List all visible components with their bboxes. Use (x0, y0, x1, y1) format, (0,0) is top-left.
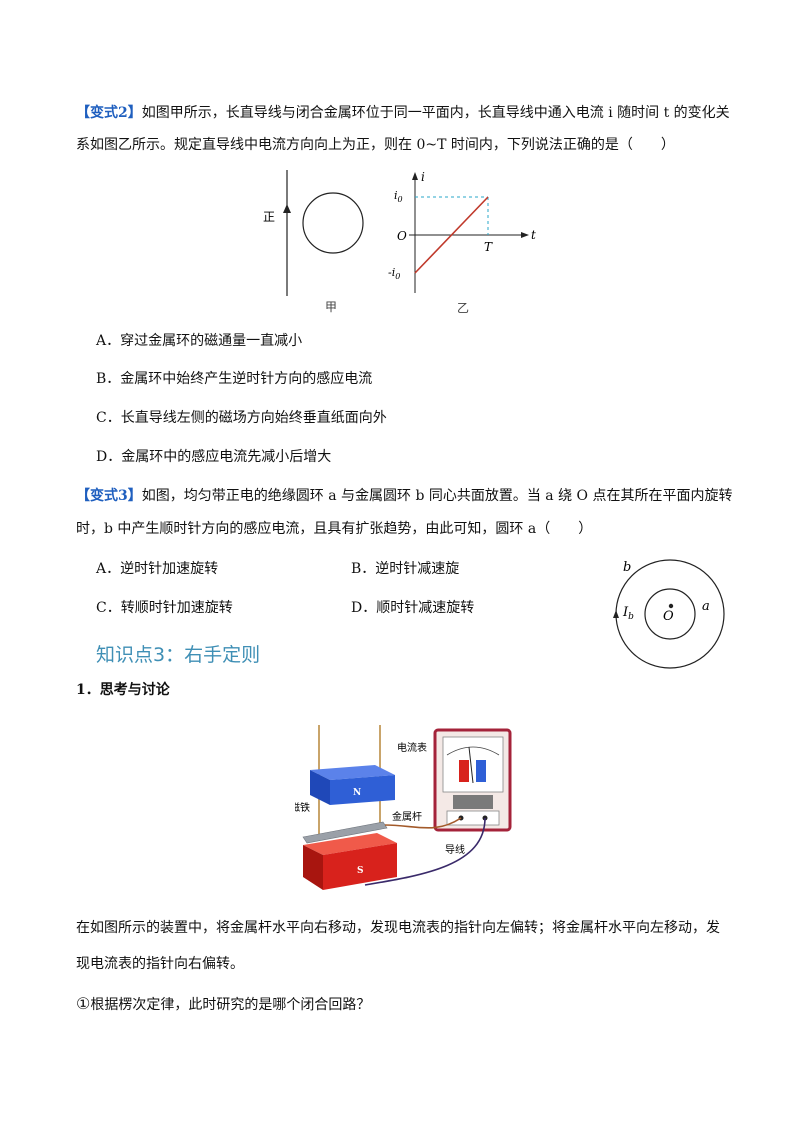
wire-1 (384, 817, 462, 829)
current-line (414, 196, 489, 274)
magnet-s-front (323, 843, 397, 890)
magnet-n-side (310, 770, 330, 805)
label-meter: 电流表 (397, 741, 427, 754)
magnet-n-top (310, 765, 395, 780)
t-axis-arrow (521, 232, 529, 238)
q3-option-c: C．转顺时针加速旋转 (96, 600, 233, 616)
magnet-s-top (303, 833, 397, 855)
meter-face (442, 736, 504, 793)
meter-magnet-s (459, 760, 469, 782)
figure-jia: 正 甲 (263, 170, 364, 314)
label-zheng: 正 (263, 210, 275, 224)
label-wire: 导线 (445, 843, 465, 856)
q3-option-d: D．顺时针减速旋转 (351, 600, 475, 616)
para-line2: 现电流表的指针向右偏转。 (76, 956, 244, 972)
meter-magnet-n (476, 760, 486, 782)
q2-line1: 【变式2】如图甲所示，长直导线与闭合金属环位于同一平面内，长直导线中通入电流 i… (76, 103, 730, 123)
magnet-n-front (330, 775, 395, 805)
label-a: a (702, 599, 710, 614)
meter-scale (446, 746, 500, 756)
circle-number: ① (76, 994, 91, 1013)
current-arrow (283, 204, 291, 213)
question-1-text: 根据楞次定律，此时研究的是哪个闭合回路？ (90, 997, 371, 1013)
q2-tag: 【变式2】 (76, 105, 142, 121)
center-O (668, 603, 674, 609)
figure-yi: i t i0 -i0 O T 乙 (388, 170, 536, 315)
q3-line2: 时，b 中产生顺时针方向的感应电流，且具有扩张趋势，由此可知，圆环 a（ ） (76, 521, 593, 537)
metal-rod (302, 821, 388, 844)
section-1-title: 1．思考与讨论 (76, 682, 170, 698)
figure-device: N S 电流表 金属杆 磁铁 导线 (295, 725, 512, 890)
meter-needle (468, 746, 474, 784)
figure-rings: b a O Ib (613, 559, 725, 669)
q2-option-a: A．穿过金属环的磁通量一直减小 (96, 333, 303, 349)
caption-yi: 乙 (457, 301, 469, 315)
origin-label: O (397, 229, 407, 243)
label-magnet: 磁铁 (295, 801, 310, 814)
q2-option-b: B．金属环中始终产生逆时针方向的感应电流 (96, 371, 373, 387)
q3-option-a: A．逆时针加速旋转 (96, 561, 219, 577)
question-1: ①根据楞次定律，此时研究的是哪个闭合回路？ (76, 994, 726, 1015)
caption-jia: 甲 (325, 300, 337, 314)
label-rod: 金属杆 (392, 810, 422, 823)
wire-2 (364, 817, 486, 886)
i0-label: i0 (394, 189, 403, 204)
meter-base (453, 795, 493, 809)
label-N: N (353, 788, 361, 798)
q2-option-c: C．长直导线左侧的磁场方向始终垂直纸面向外 (96, 410, 387, 426)
ib-arrow (613, 610, 619, 618)
label-Ib: Ib (622, 605, 634, 622)
label-S: S (357, 866, 364, 876)
neg-i0-label: -i0 (388, 266, 400, 281)
metal-ring (302, 192, 364, 254)
para-line1: 在如图所示的装置中，将金属杆水平向右移动，发现电流表的指针向左偏转；将金属杆水平… (76, 920, 720, 936)
q3-option-b: B．逆时针减速旋 (351, 561, 460, 577)
label-b: b (623, 560, 631, 575)
q2-text1: 如图甲所示，长直导线与闭合金属环位于同一平面内，长直导线中通入电流 i 随时间 … (141, 105, 730, 121)
ring-a (644, 588, 696, 640)
axis-i-label: i (421, 170, 425, 184)
q3-text1: 如图，均匀带正电的绝缘圆环 a 与金属圆环 b 同心共面放置。当 a 绕 O 点… (141, 488, 733, 504)
q3-tag: 【变式3】 (76, 488, 142, 504)
magnet-s-side (303, 845, 323, 890)
q2-line2: 系如图乙所示。规定直导线中电流方向向上为正，则在 0~T 时间内，下列说法正确的… (76, 137, 675, 153)
q3-line1: 【变式3】如图，均匀带正电的绝缘圆环 a 与金属圆环 b 同心共面放置。当 a … (76, 486, 732, 506)
label-O: O (663, 609, 674, 624)
i-axis-arrow (412, 172, 418, 180)
section-heading: 知识点3：右手定则 (96, 644, 261, 666)
axis-t-label: t (531, 228, 536, 242)
q2-option-d: D．金属环中的感应电流先减小后增大 (96, 449, 332, 465)
T-label: T (484, 240, 493, 254)
meter-terminal-plate (446, 810, 500, 826)
